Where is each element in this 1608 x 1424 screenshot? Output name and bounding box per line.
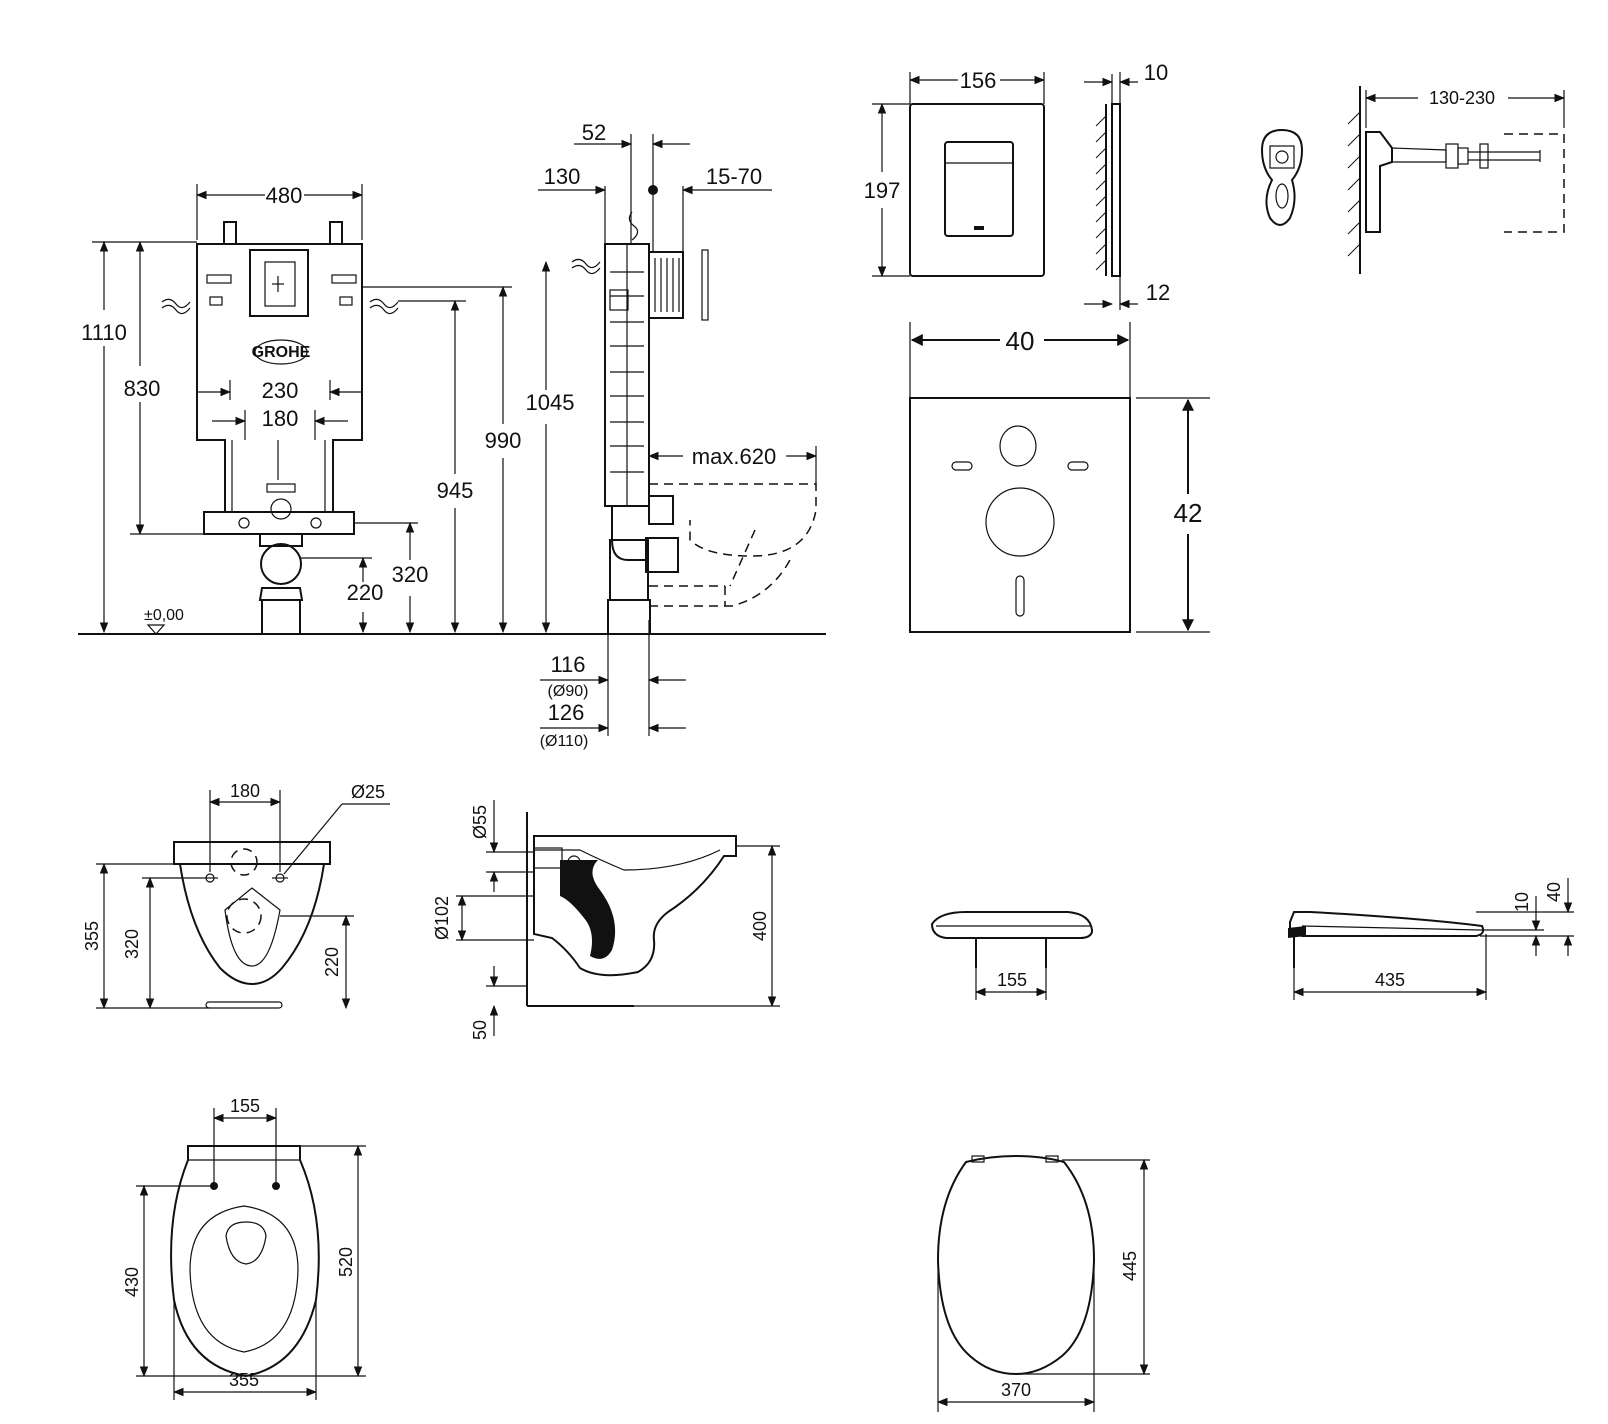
dim-320: 320 bbox=[392, 562, 429, 587]
seat-side-view: 435 10 40 bbox=[1288, 878, 1574, 1000]
dim-116-sub: (Ø90) bbox=[548, 683, 589, 700]
dim-plate-depth-top: 10 bbox=[1144, 60, 1168, 85]
dim-bowl-355: 355 bbox=[82, 921, 102, 951]
dim-bowl-320: 320 bbox=[122, 929, 142, 959]
dim-bowl-d55: Ø55 bbox=[470, 805, 490, 839]
dim-bowl-220: 220 bbox=[322, 947, 342, 977]
dim-seat-spacing: 155 bbox=[997, 970, 1027, 990]
dim-230: 230 bbox=[262, 378, 299, 403]
seat-front-view: 155 bbox=[930, 911, 1093, 1000]
bowl-top-view: 155 430 520 355 bbox=[122, 1096, 366, 1400]
dim-bowl-d102: Ø102 bbox=[432, 896, 452, 940]
seat-top-view: 445 370 bbox=[936, 1154, 1150, 1412]
dim-side-1045: 1045 bbox=[526, 390, 575, 415]
dim-990: 990 bbox=[485, 428, 522, 453]
dim-bowltop-430: 430 bbox=[122, 1267, 142, 1297]
flush-plate-side: 10 12 bbox=[1084, 60, 1170, 310]
dim-seat-10: 10 bbox=[1512, 892, 1532, 912]
dim-15-70: 15-70 bbox=[706, 164, 762, 189]
dim-bowl-400: 400 bbox=[750, 911, 770, 941]
floor-level-label: ±0,00 bbox=[144, 607, 184, 624]
dim-bowltop-355: 355 bbox=[229, 1370, 259, 1390]
frame-side-view: 52 130 15-70 116 1045 max.620 116 (Ø90) … bbox=[526, 120, 826, 750]
dim-seat-40: 40 bbox=[1544, 882, 1564, 902]
dim-126: 126 bbox=[548, 700, 585, 725]
dim-frame-height: 1110 bbox=[81, 320, 127, 345]
dim-max620: max.620 bbox=[692, 444, 776, 469]
dim-52: 52 bbox=[582, 120, 606, 145]
dim-bolt-range: 130-230 bbox=[1429, 88, 1495, 108]
bowl-side-view: 400 Ø55 Ø102 50 bbox=[432, 800, 780, 1040]
dim-130: 130 bbox=[544, 164, 581, 189]
dim-bowl-spacing: 180 bbox=[230, 781, 260, 801]
dim-180: 180 bbox=[262, 406, 299, 431]
dim-bowltop-520: 520 bbox=[336, 1247, 356, 1277]
fixing-bolt: 130-230 bbox=[1260, 86, 1566, 274]
sound-mat: 40 42 bbox=[909, 322, 1210, 633]
dim-seat-length: 435 bbox=[1375, 970, 1405, 990]
dim-830: 830 bbox=[124, 376, 161, 401]
dim-116: 116 bbox=[550, 652, 585, 677]
dim-220: 220 bbox=[347, 580, 384, 605]
dim-plate-depth-bottom: 12 bbox=[1146, 280, 1170, 305]
dim-seattop-370: 370 bbox=[1001, 1380, 1031, 1400]
dim-mat-height: 42 bbox=[1174, 498, 1203, 528]
dim-945: 945 bbox=[437, 478, 474, 503]
brand-logo: GROHE bbox=[252, 344, 311, 361]
bowl-front-view: 180 Ø25 355 320 220 bbox=[82, 781, 390, 1010]
dim-bowl-hole: Ø25 bbox=[351, 782, 385, 802]
dim-plate-height: 197 bbox=[864, 178, 901, 203]
dim-126-sub: (Ø110) bbox=[540, 733, 589, 750]
dim-plate-width: 156 bbox=[960, 68, 997, 93]
dim-mat-width: 40 bbox=[1006, 326, 1035, 356]
dim-bowl-50: 50 bbox=[470, 1020, 490, 1040]
dim-bowltop-spacing: 155 bbox=[230, 1096, 260, 1116]
flush-plate: 156 197 bbox=[864, 68, 1046, 278]
dim-frame-width: 480 bbox=[266, 183, 303, 208]
frame-front-view: GROHE 480 1110 bbox=[78, 183, 578, 635]
dim-seattop-445: 445 bbox=[1120, 1251, 1140, 1281]
